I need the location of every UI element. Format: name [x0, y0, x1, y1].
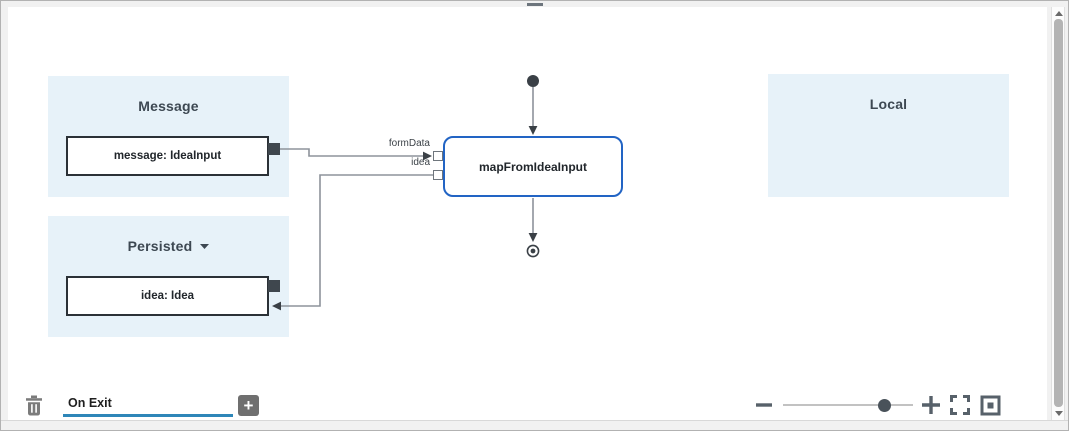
vertical-scrollbar-thumb[interactable] — [1054, 19, 1063, 407]
activity-node-mapfromideainput[interactable]: mapFromIdeaInput — [443, 136, 623, 197]
variable-connector-idea[interactable] — [268, 280, 280, 292]
diagram-canvas[interactable]: Message Persisted Local — [8, 7, 1047, 420]
start-node[interactable] — [527, 75, 539, 87]
port-label-idea: idea — [411, 157, 430, 168]
connections-layer — [272, 75, 540, 311]
end-node[interactable] — [526, 244, 540, 258]
variable-label: idea: Idea — [140, 290, 195, 302]
scroll-down-icon[interactable] — [1055, 411, 1063, 416]
zoom-out-icon[interactable] — [756, 396, 772, 414]
tab-on-exit[interactable]: On Exit — [63, 396, 233, 417]
zoom-controls — [756, 393, 1001, 417]
chevron-down-icon — [200, 243, 210, 249]
zoom-slider-thumb[interactable] — [878, 398, 891, 412]
tab-on-exit-label: On Exit — [68, 396, 112, 410]
horizontal-scrollbar[interactable] — [1, 420, 1068, 430]
start-transition[interactable] — [528, 87, 538, 135]
port-label-formdata: formData — [388, 138, 430, 149]
zoom-in-icon[interactable] — [922, 396, 940, 414]
connection-message-to-formdata[interactable] — [280, 148, 432, 161]
add-event-button[interactable]: + — [238, 395, 259, 416]
tab-active-underline — [63, 414, 233, 417]
variable-box-idea[interactable]: idea: Idea — [66, 276, 269, 316]
scope-title-persisted: Persisted — [127, 238, 193, 254]
trash-icon[interactable] — [25, 395, 43, 416]
scope-title-local: Local — [869, 96, 908, 112]
reset-view-icon[interactable] — [980, 395, 1001, 416]
scope-header-persisted[interactable]: Persisted — [48, 216, 289, 254]
zoom-slider[interactable] — [783, 398, 913, 412]
scroll-up-icon[interactable] — [1055, 11, 1063, 16]
end-transition[interactable] — [528, 198, 538, 242]
variable-label: message: IdeaInput — [113, 150, 222, 162]
scope-panel-local: Local — [768, 74, 1009, 197]
vertical-scrollbar[interactable] — [1051, 7, 1065, 420]
activity-node-label: mapFromIdeaInput — [478, 159, 587, 174]
input-port-formdata[interactable] — [433, 151, 443, 161]
scope-title-message: Message — [138, 98, 199, 114]
variable-box-message[interactable]: message: IdeaInput — [66, 136, 269, 176]
fit-to-screen-icon[interactable] — [950, 395, 970, 415]
input-port-idea[interactable] — [433, 170, 443, 180]
variable-connector-message[interactable] — [268, 143, 280, 155]
connection-idea-to-variable[interactable] — [272, 174, 433, 311]
